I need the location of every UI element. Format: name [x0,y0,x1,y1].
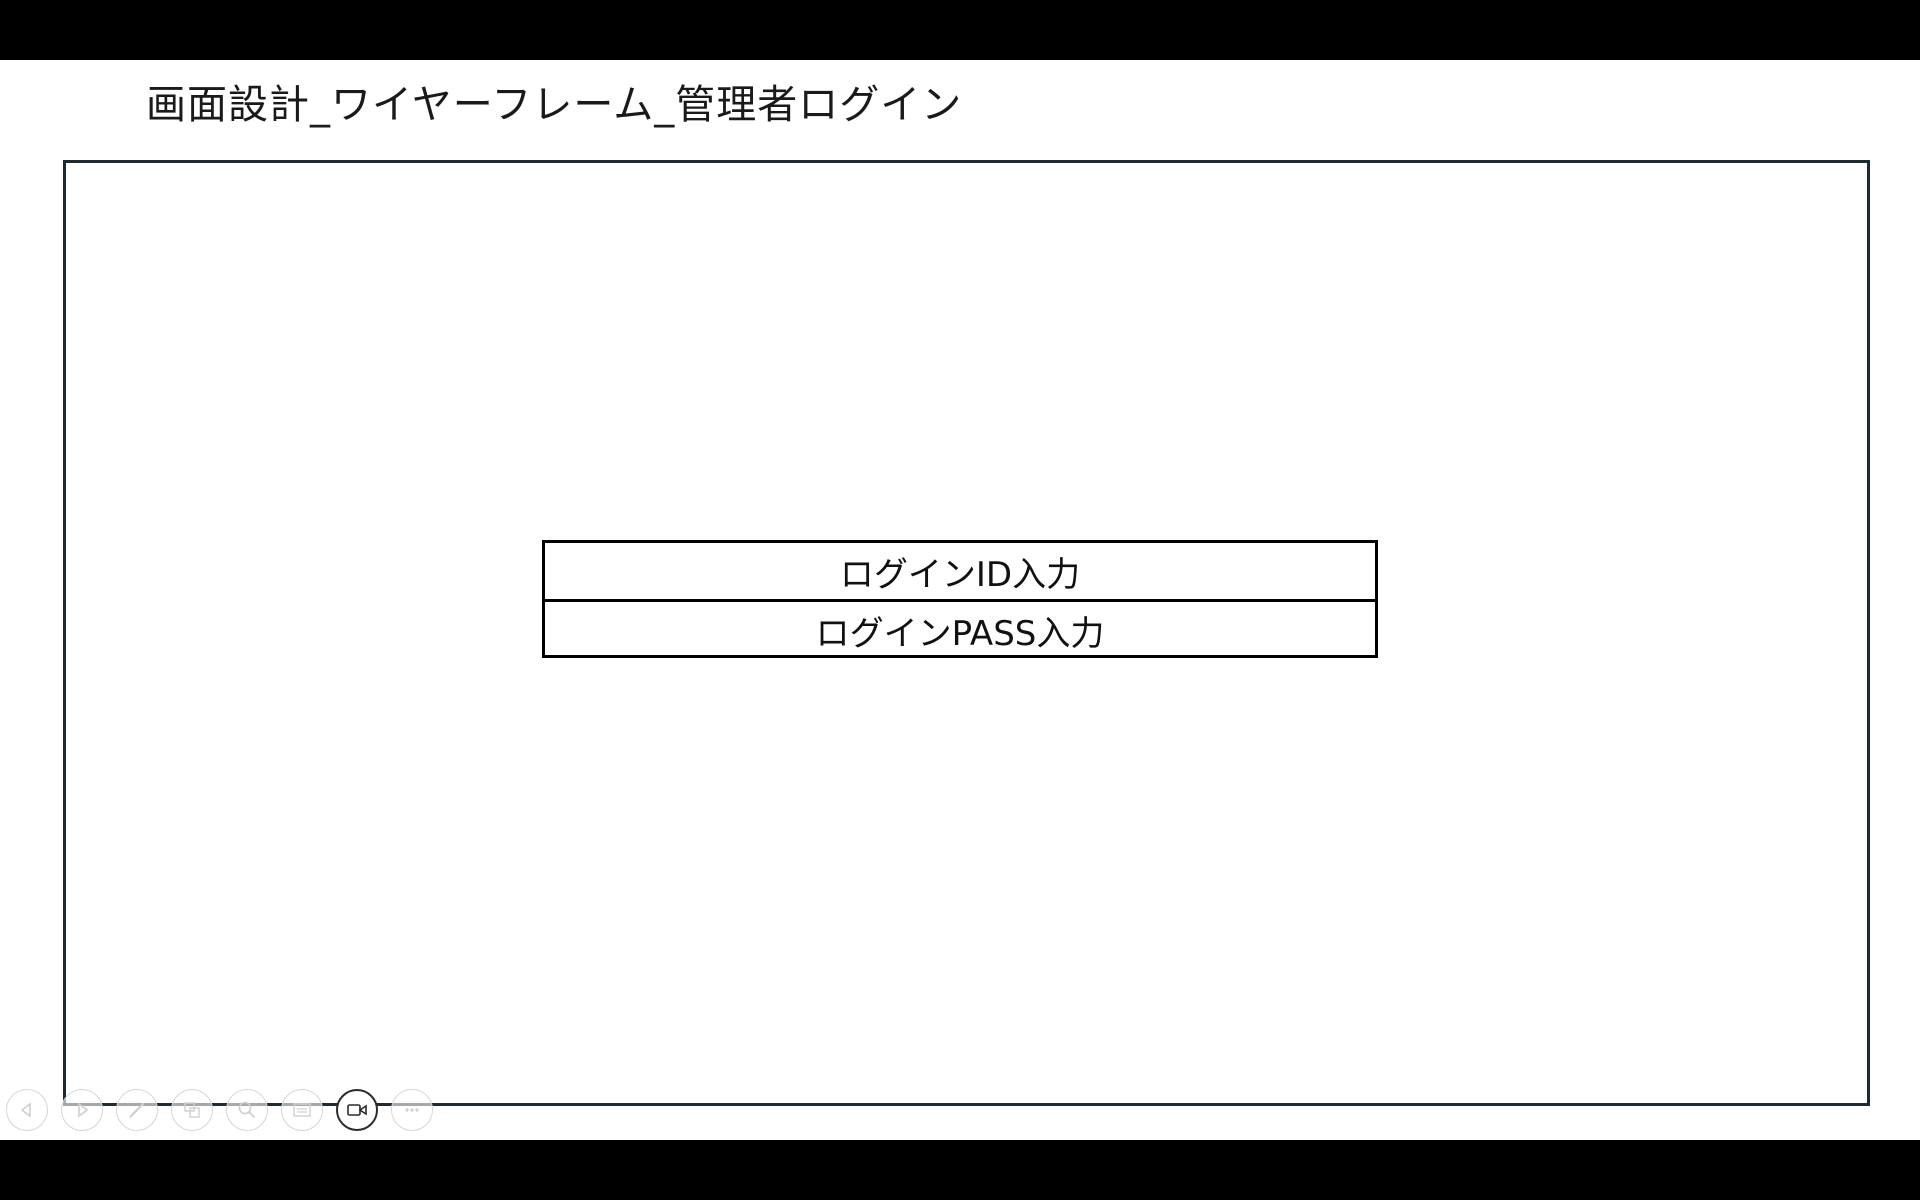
more-icon [405,1108,419,1112]
zoom-icon [238,1101,255,1118]
camera-icon [347,1104,367,1116]
subtitles-icon [293,1103,311,1117]
login-pass-label: ログインPASS入力 [815,613,1105,654]
login-form: ログインID入力 ログインPASS入力 [542,540,1378,658]
login-id-label: ログインID入力 [839,554,1081,595]
login-pass-field: ログインPASS入力 [545,602,1375,658]
next-icon [78,1102,89,1118]
see-all-slides-button[interactable] [171,1089,213,1131]
next-slide-button[interactable] [61,1089,103,1131]
previous-slide-button[interactable] [6,1089,48,1131]
slide-title: 画面設計_ワイヤーフレーム_管理者ログイン [146,82,963,128]
login-id-field: ログインID入力 [545,543,1375,602]
pen-icon [129,1102,145,1119]
subtitles-button[interactable] [281,1089,323,1131]
camera-button[interactable] [336,1089,378,1131]
slides-icon [184,1102,200,1118]
pen-button[interactable] [116,1089,158,1131]
previous-icon [20,1102,31,1118]
wireframe-frame [63,160,1870,1106]
zoom-button[interactable] [226,1089,268,1131]
slide: 画面設計_ワイヤーフレーム_管理者ログイン ログインID入力 ログインPASS入… [0,60,1920,1140]
more-options-button[interactable] [391,1089,433,1131]
slideshow-toolbar [6,1089,433,1133]
